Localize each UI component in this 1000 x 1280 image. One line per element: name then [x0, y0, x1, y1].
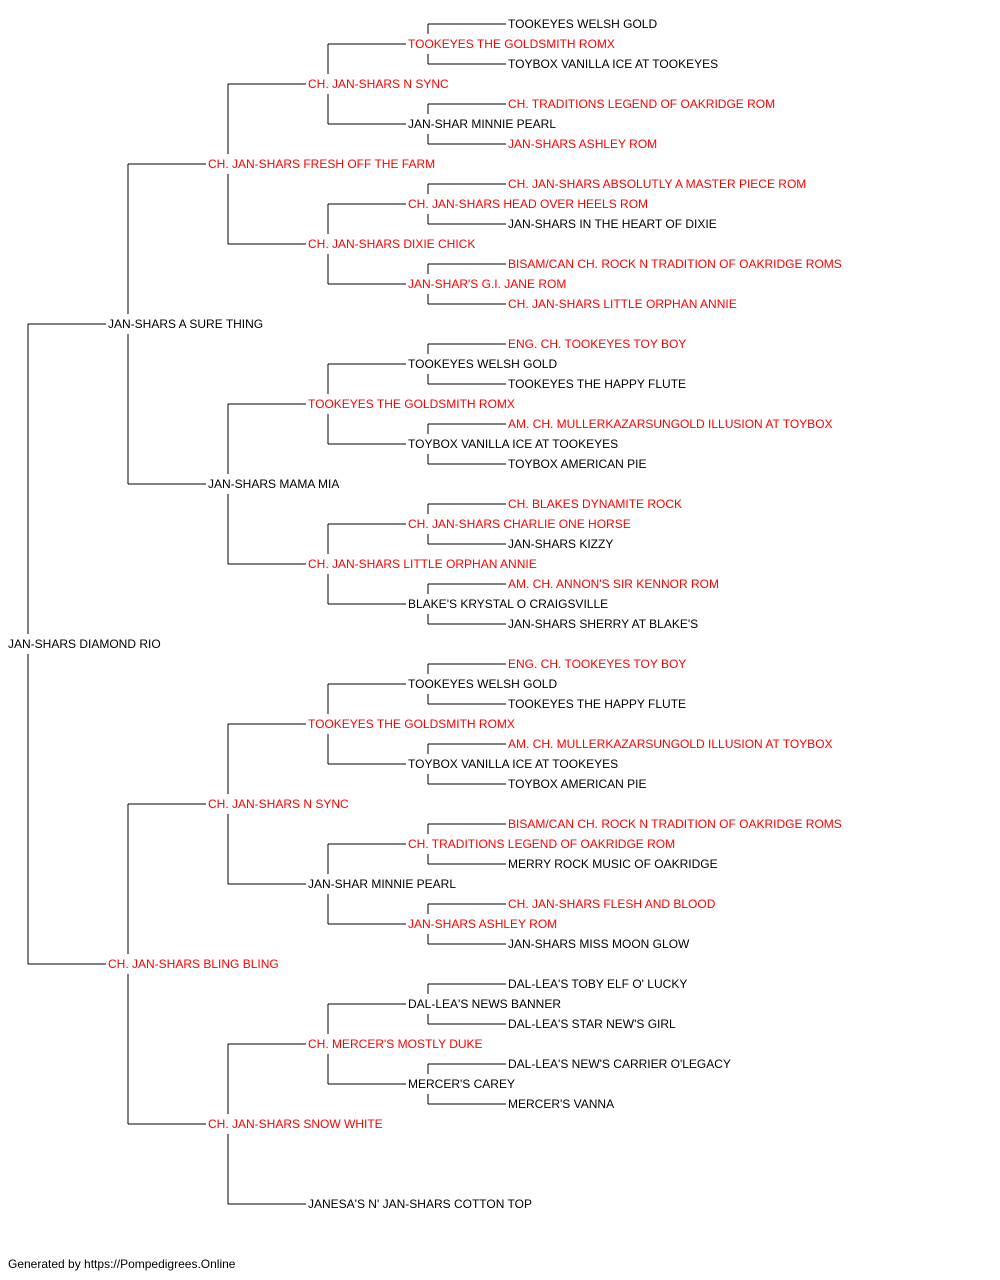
ancestor-name: JAN-SHARS ASHLEY ROM	[508, 137, 658, 151]
footer: Generated by https://Pompedigrees.Online	[8, 1257, 235, 1271]
ancestor-name: JAN-SHAR'S G.I. JANE ROM	[408, 277, 567, 291]
ancestor-name: CH. TRADITIONS LEGEND OF OAKRIDGE ROM	[408, 837, 676, 851]
ancestor-name: BLAKE'S KRYSTAL O CRAIGSVILLE	[408, 597, 609, 611]
ancestor-name: TOOKEYES THE GOLDSMITH ROMX	[408, 37, 615, 51]
ancestor-name: JAN-SHARS DIAMOND RIO	[8, 637, 161, 651]
ancestor-name: JAN-SHARS MISS MOON GLOW	[508, 937, 690, 951]
ancestor-name: JAN-SHAR MINNIE PEARL	[308, 877, 457, 891]
ancestor-name: DAL-LEA'S NEWS BANNER	[408, 997, 561, 1011]
ancestor-name: JAN-SHARS ASHLEY ROM	[408, 917, 558, 931]
ancestor-name: CH. JAN-SHARS N SYNC	[308, 77, 449, 91]
ancestor-name: JAN-SHARS A SURE THING	[108, 317, 264, 331]
ancestor-name: JAN-SHAR MINNIE PEARL	[408, 117, 557, 131]
ancestor-name: CH. JAN-SHARS N SYNC	[208, 797, 349, 811]
ancestor-name: JAN-SHARS SHERRY AT BLAKE'S	[508, 617, 699, 631]
ancestor-name: CH. JAN-SHARS FRESH OFF THE FARM	[208, 157, 436, 171]
ancestor-name: CH. JAN-SHARS LITTLE ORPHAN ANNIE	[508, 297, 737, 311]
pedigree-tree	[27, 23, 506, 1205]
ancestor-name: TOOKEYES THE GOLDSMITH ROMX	[308, 397, 515, 411]
ancestor-name: TOYBOX VANILLA ICE AT TOOKEYES	[508, 57, 719, 71]
ancestor-name: JAN-SHARS KIZZY	[508, 537, 614, 551]
ancestor-name: DAL-LEA'S TOBY ELF O' LUCKY	[508, 977, 688, 991]
ancestor-name: TOYBOX VANILLA ICE AT TOOKEYES	[408, 437, 619, 451]
ancestor-name: TOYBOX AMERICAN PIE	[508, 777, 647, 791]
ancestor-name: AM. CH. MULLERKAZARSUNGOLD ILLUSION AT T…	[508, 417, 833, 431]
ancestor-name: AM. CH. ANNON'S SIR KENNOR ROM	[508, 577, 719, 591]
ancestor-name: ENG. CH. TOOKEYES TOY BOY	[508, 657, 687, 671]
ancestor-name: CH. JAN-SHARS FLESH AND BLOOD	[508, 897, 716, 911]
ancestor-name: MERRY ROCK MUSIC OF OAKRIDGE	[508, 857, 718, 871]
ancestor-name: CH. JAN-SHARS HEAD OVER HEELS ROM	[408, 197, 649, 211]
ancestor-name: JAN-SHARS MAMA MIA	[208, 477, 340, 491]
ancestor-name: TOOKEYES WELSH GOLD	[408, 357, 558, 371]
ancestor-name: BISAM/CAN CH. ROCK N TRADITION OF OAKRID…	[508, 257, 842, 271]
ancestor-name: TOOKEYES THE HAPPY FLUTE	[508, 377, 687, 391]
ancestor-name: TOOKEYES THE HAPPY FLUTE	[508, 697, 687, 711]
ancestor-name: CH. JAN-SHARS ABSOLUTLY A MASTER PIECE R…	[508, 177, 807, 191]
footer-link[interactable]: Generated by https://Pompedigrees.Online	[8, 1257, 236, 1271]
ancestor-name: AM. CH. MULLERKAZARSUNGOLD ILLUSION AT T…	[508, 737, 833, 751]
ancestor-name: TOOKEYES THE GOLDSMITH ROMX	[308, 717, 515, 731]
ancestor-name: JAN-SHARS IN THE HEART OF DIXIE	[508, 217, 717, 231]
ancestor-name: CH. JAN-SHARS CHARLIE ONE HORSE	[408, 517, 631, 531]
ancestor-name: TOYBOX AMERICAN PIE	[508, 457, 647, 471]
ancestor-name: CH. TRADITIONS LEGEND OF OAKRIDGE ROM	[508, 97, 776, 111]
ancestor-name: TOYBOX VANILLA ICE AT TOOKEYES	[408, 757, 619, 771]
ancestor-name: ENG. CH. TOOKEYES TOY BOY	[508, 337, 687, 351]
ancestor-name: JANESA'S N' JAN-SHARS COTTON TOP	[308, 1197, 532, 1211]
ancestor-name: MERCER'S CAREY	[408, 1077, 515, 1091]
ancestor-name: CH. JAN-SHARS LITTLE ORPHAN ANNIE	[308, 557, 537, 571]
ancestor-name: CH. BLAKES DYNAMITE ROCK	[508, 497, 683, 511]
ancestor-name: DAL-LEA'S STAR NEW'S GIRL	[508, 1017, 676, 1031]
ancestor-name: CH. JAN-SHARS SNOW WHITE	[208, 1117, 383, 1131]
ancestor-name: BISAM/CAN CH. ROCK N TRADITION OF OAKRID…	[508, 817, 842, 831]
ancestor-name: TOOKEYES WELSH GOLD	[508, 17, 658, 31]
ancestor-name: DAL-LEA'S NEW'S CARRIER O'LEGACY	[508, 1057, 731, 1071]
ancestor-name: CH. MERCER'S MOSTLY DUKE	[308, 1037, 483, 1051]
ancestor-name: CH. JAN-SHARS BLING BLING	[108, 957, 279, 971]
ancestor-name: TOOKEYES WELSH GOLD	[408, 677, 558, 691]
ancestor-name: MERCER'S VANNA	[508, 1097, 615, 1111]
ancestor-name: CH. JAN-SHARS DIXIE CHICK	[308, 237, 476, 251]
